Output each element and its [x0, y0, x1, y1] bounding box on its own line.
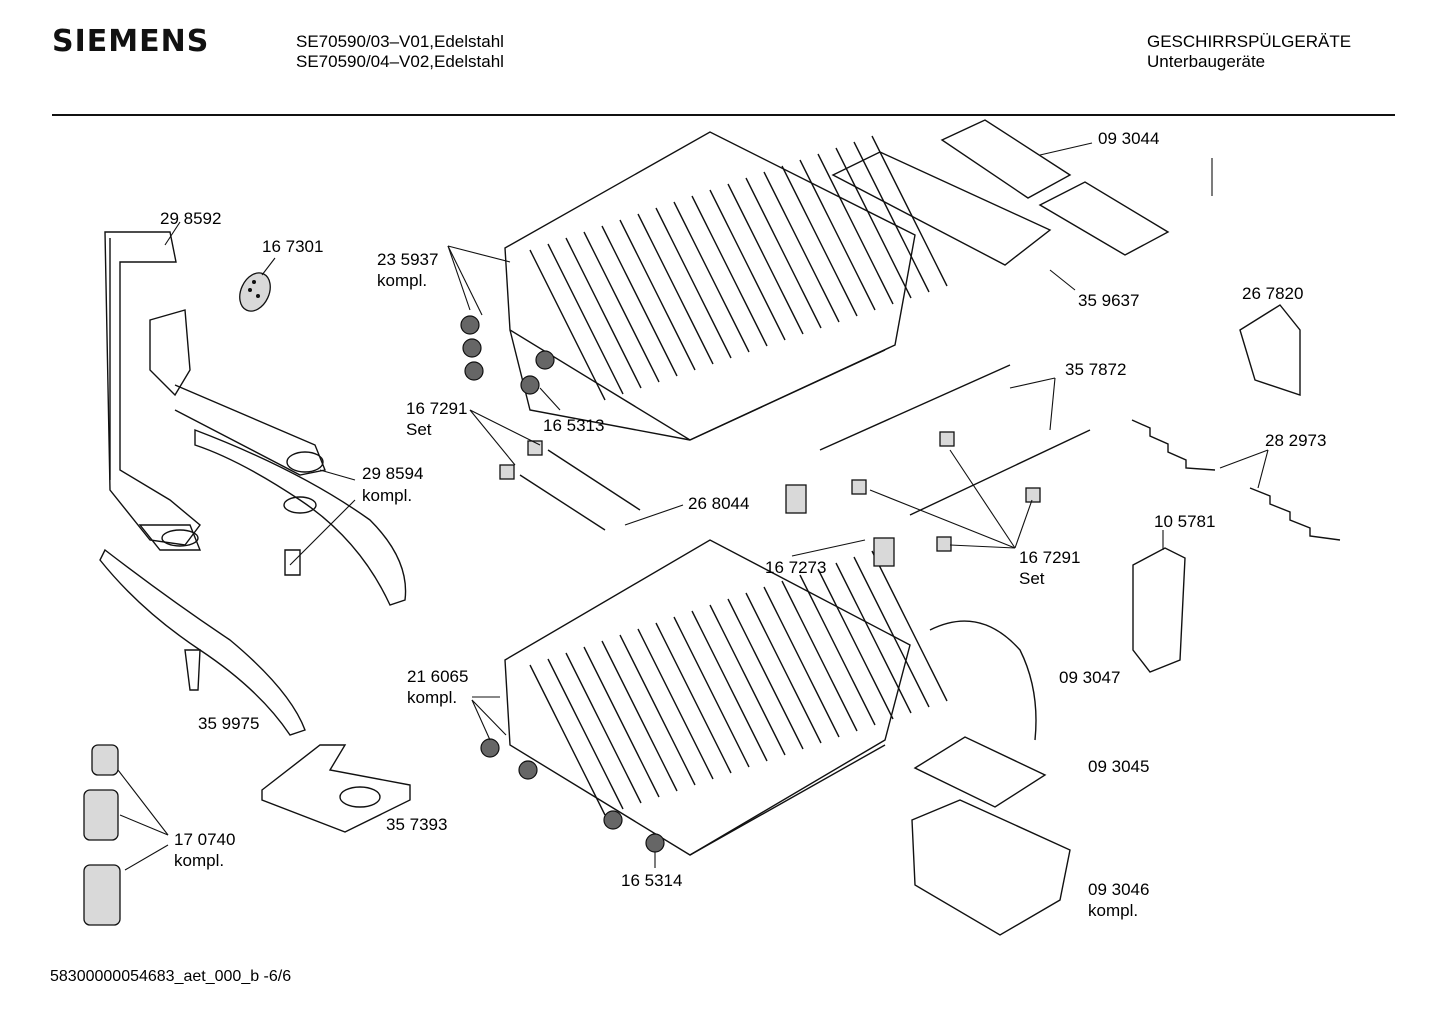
basket-wire: [817, 568, 894, 720]
handle-093047: [929, 620, 1037, 741]
label-298592: 29 8592: [160, 209, 222, 228]
tine-rows: [519, 364, 1091, 531]
basket-wire: [655, 622, 732, 774]
label-298594: 29 8594: [362, 464, 424, 483]
basket-wire: [781, 580, 858, 732]
model-line-2: SE70590/04–V02,Edelstahl: [296, 52, 504, 71]
document-id: 58300000054683_aet_000_b -6/6: [50, 968, 292, 985]
label-235937-sub: kompl.: [377, 271, 428, 290]
label-167301: 16 7301: [262, 237, 324, 256]
basket-wire: [727, 598, 804, 750]
label-167291-a: 16 7291: [406, 399, 468, 418]
basket-wire: [745, 177, 822, 329]
basket-wire: [745, 592, 822, 744]
header-divider: [52, 114, 1395, 116]
model-line-1: SE70590/03–V01,Edelstahl: [296, 32, 504, 51]
label-267820: 26 7820: [1242, 284, 1304, 303]
basket-wire: [853, 141, 930, 293]
basket-wire: [871, 135, 948, 287]
label-359637: 35 9637: [1078, 291, 1140, 310]
category-title: GESCHIRRSPÜLGERÄTE: [1147, 32, 1352, 51]
cup-holder-359637: [831, 151, 1052, 266]
basket-wire: [709, 189, 786, 341]
cup-rack-093044: [940, 119, 1170, 256]
spray-arm-supply-pipe: [104, 231, 326, 551]
basket-wire: [619, 634, 696, 786]
upper-basket: [460, 131, 948, 441]
basket-lid-093045: [913, 736, 1047, 808]
basket-wire: [817, 153, 894, 305]
basket-wire: [835, 147, 912, 299]
basket-wire: [601, 225, 678, 377]
label-235937: 23 5937: [377, 250, 439, 269]
basket-wire: [637, 628, 714, 780]
basket-wire: [637, 213, 714, 365]
basket-wire: [619, 219, 696, 371]
label-357872: 35 7872: [1065, 360, 1127, 379]
basket-wire: [727, 183, 804, 335]
label-216065-sub: kompl.: [407, 688, 458, 707]
basket-wire: [565, 237, 642, 389]
label-357393: 35 7393: [386, 815, 448, 834]
basket-wire: [835, 562, 912, 714]
basket-wire: [853, 556, 930, 708]
basket-wire: [529, 664, 606, 816]
basket-wire: [781, 165, 858, 317]
clips-167291-167273: [499, 431, 1041, 567]
zigzag-supports-282973: [1131, 419, 1341, 541]
label-167291-a-sub: Set: [406, 420, 432, 439]
cutlery-basket-small-267820: [1239, 304, 1301, 396]
basket-wire: [691, 195, 768, 347]
basket-wire: [871, 550, 948, 702]
basket-wire: [601, 640, 678, 792]
category-subtitle: Unterbaugeräte: [1147, 52, 1266, 71]
basket-wire: [763, 586, 840, 738]
basket-wire: [547, 243, 624, 395]
label-268044: 26 8044: [688, 494, 750, 513]
basket-wire: [799, 159, 876, 311]
label-093046: 09 3046: [1088, 880, 1150, 899]
label-093045: 09 3045: [1088, 757, 1150, 776]
lower-spray-arm: [99, 548, 306, 736]
upper-spray-arm: [194, 428, 407, 606]
basket-wire: [547, 658, 624, 810]
label-167291-b: 16 7291: [1019, 548, 1081, 567]
brand-logo: SIEMENS: [52, 24, 210, 59]
basket-wire: [583, 646, 660, 798]
label-170740-sub: kompl.: [174, 851, 225, 870]
label-359975: 35 9975: [198, 714, 260, 733]
basket-wire: [691, 610, 768, 762]
basket-wire: [799, 574, 876, 726]
label-170740: 17 0740: [174, 830, 236, 849]
filter-round-167301: [239, 272, 271, 312]
basket-wire: [673, 616, 750, 768]
basket-wire: [763, 171, 840, 323]
label-105781: 10 5781: [1154, 512, 1216, 531]
lower-basket: [480, 539, 948, 856]
basket-wire: [565, 652, 642, 804]
label-165313: 16 5313: [543, 416, 605, 435]
label-216065: 21 6065: [407, 667, 469, 686]
label-167273: 16 7273: [765, 558, 827, 577]
label-298594-sub: kompl.: [362, 486, 413, 505]
cutlery-cup-105781: [1132, 547, 1186, 673]
label-093044: 09 3044: [1098, 129, 1160, 148]
basket-wire: [709, 604, 786, 756]
basket-wire: [529, 249, 606, 401]
cutlery-basket-093046: [911, 799, 1071, 936]
filter-plate-357393: [261, 744, 411, 833]
label-282973: 28 2973: [1265, 431, 1327, 450]
basket-wire: [655, 207, 732, 359]
basket-wire: [673, 201, 750, 353]
label-093046-sub: kompl.: [1088, 901, 1139, 920]
filter-set-170740: [83, 744, 121, 926]
leader-lines: [117, 142, 1269, 871]
label-165314: 16 5314: [621, 871, 683, 890]
basket-wire: [583, 231, 660, 383]
label-093047: 09 3047: [1059, 668, 1121, 687]
label-167291-b-sub: Set: [1019, 569, 1045, 588]
